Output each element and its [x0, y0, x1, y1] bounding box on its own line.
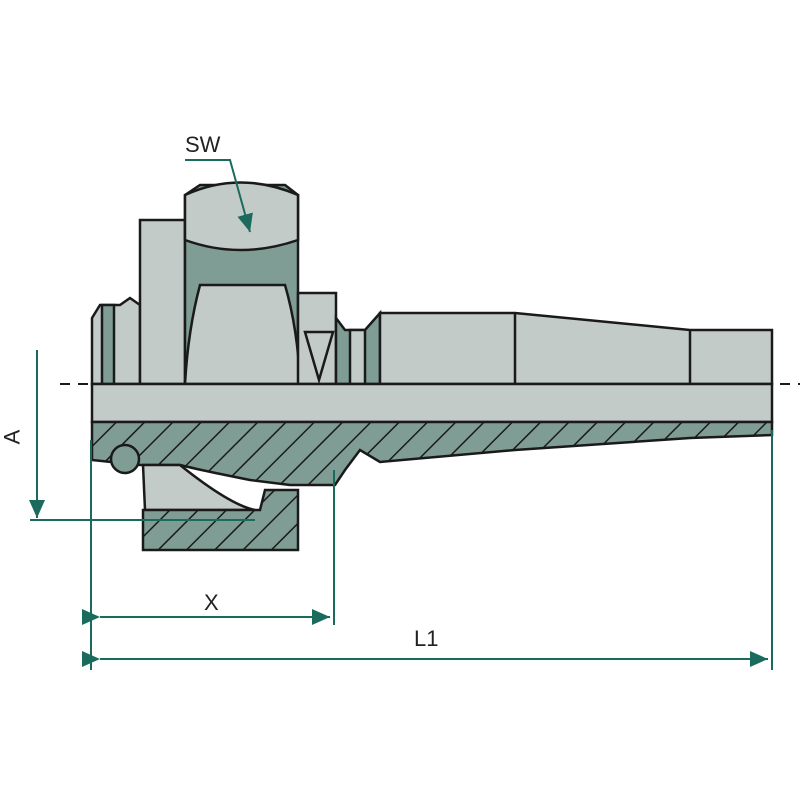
- fitting-section-half: [90, 420, 774, 552]
- fitting-upper-half: [90, 181, 774, 424]
- label-x: X: [204, 590, 219, 615]
- label-l1: L1: [414, 626, 439, 651]
- dimensions: [29, 159, 773, 670]
- label-sw: SW: [185, 132, 221, 157]
- label-a: A: [0, 429, 25, 445]
- sw-leader-arrow: [185, 159, 253, 233]
